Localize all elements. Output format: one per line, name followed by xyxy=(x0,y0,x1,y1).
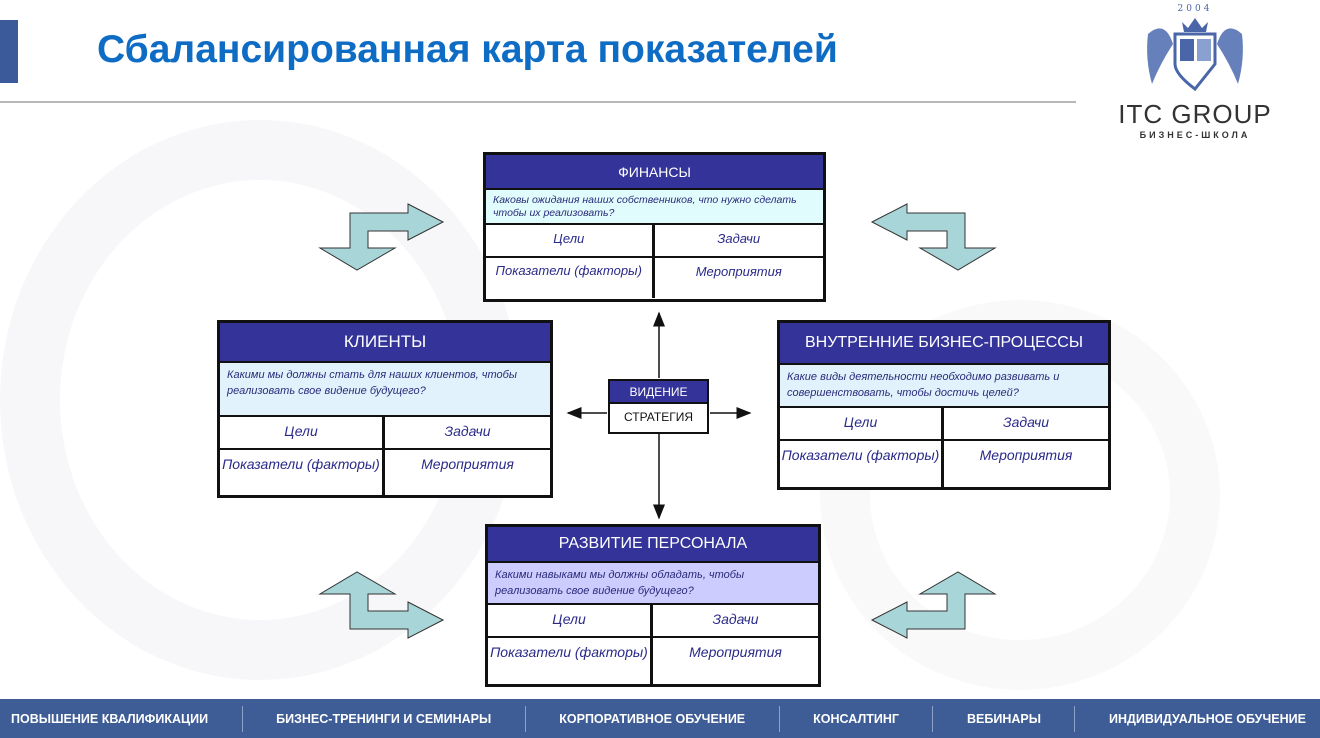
footer-separator xyxy=(524,705,526,732)
crest-icon xyxy=(1147,18,1243,92)
processes-question: Какие виды деятельности необходимо разви… xyxy=(780,365,1108,408)
finance-goals: Цели xyxy=(486,225,655,258)
strategy-label: СТРАТЕГИЯ xyxy=(624,410,693,424)
processes-tasks: Задачи xyxy=(944,408,1108,441)
personnel-activities: Мероприятия xyxy=(689,644,782,660)
finance-indicators: Показатели (факторы) xyxy=(486,258,655,298)
personnel-indicators: Показатели (факторы) xyxy=(488,638,653,684)
footer-item[interactable]: ВЕБИНАРЫ xyxy=(966,711,1041,726)
personnel-tasks: Задачи xyxy=(653,605,818,638)
footer-nav: ПОВЫШЕНИЕ КВАЛИФИКАЦИИ БИЗНЕС-ТРЕНИНГИ И… xyxy=(0,699,1320,738)
footer-item[interactable]: БИЗНЕС-ТРЕНИНГИ И СЕМИНАРЫ xyxy=(276,711,492,726)
personnel-goals: Цели xyxy=(488,605,653,638)
finance-tasks: Задачи xyxy=(654,225,823,258)
clients-title: КЛИЕНТЫ xyxy=(220,323,550,363)
vision-label: ВИДЕНИЕ xyxy=(610,381,707,404)
footer-item[interactable]: ИНДИВИДУАЛЬНОЕ ОБУЧЕНИЕ xyxy=(1108,711,1306,726)
clients-goals: Цели xyxy=(220,417,385,450)
finance-activities: Мероприятия xyxy=(695,264,782,279)
logo-subtitle: БИЗНЕС-ШКОЛА xyxy=(1139,130,1251,140)
block-arrow-top-left xyxy=(319,203,444,271)
personnel-title: РАЗВИТИЕ ПЕРСОНАЛА xyxy=(488,527,818,563)
processes-title: ВНУТРЕННИЕ БИЗНЕС-ПРОЦЕССЫ xyxy=(780,323,1108,365)
block-arrow-bottom-right xyxy=(871,571,996,639)
footer-item[interactable]: ПОВЫШЕНИЕ КВАЛИФИКАЦИИ xyxy=(11,711,209,726)
clients-tasks: Задачи xyxy=(385,417,550,450)
clients-question: Какими мы должны стать для наших клиенто… xyxy=(220,363,550,417)
processes-indicators: Показатели (факторы) xyxy=(780,441,944,487)
personnel-box: РАЗВИТИЕ ПЕРСОНАЛА Какими навыками мы до… xyxy=(485,524,821,687)
accent-bar xyxy=(0,20,18,83)
footer-item[interactable]: КОРПОРАТИВНОЕ ОБУЧЕНИЕ xyxy=(559,711,746,726)
footer-item[interactable]: КОНСАЛТИНГ xyxy=(813,711,899,726)
clients-indicators: Показатели (факторы) xyxy=(220,450,385,496)
personnel-question: Какими навыками мы должны обладать, чтоб… xyxy=(488,563,818,605)
divider xyxy=(0,101,1076,103)
footer-separator xyxy=(778,705,780,732)
clients-box: КЛИЕНТЫ Какими мы должны стать для наших… xyxy=(217,320,553,498)
processes-box: ВНУТРЕННИЕ БИЗНЕС-ПРОЦЕССЫ Какие виды де… xyxy=(777,320,1111,490)
clients-activities: Мероприятия xyxy=(421,456,514,472)
processes-goals: Цели xyxy=(780,408,944,441)
logo-year: 2004 xyxy=(1177,4,1213,14)
footer-separator xyxy=(241,705,243,732)
footer-separator xyxy=(1074,705,1076,732)
processes-activities: Мероприятия xyxy=(979,447,1073,463)
block-arrow-bottom-left xyxy=(319,571,444,639)
finance-question: Каковы ожидания наших собственников, что… xyxy=(486,190,823,225)
logo: 2004 ITC GROUP БИЗНЕС-ШКОЛА xyxy=(1100,4,1290,140)
footer-separator xyxy=(932,705,934,732)
logo-name: ITC GROUP xyxy=(1118,99,1272,129)
vision-strategy-box: ВИДЕНИЕ СТРАТЕГИЯ xyxy=(608,379,709,434)
finance-box: ФИНАНСЫ Каковы ожидания наших собственни… xyxy=(483,152,826,302)
finance-title: ФИНАНСЫ xyxy=(486,155,823,190)
block-arrow-top-right xyxy=(871,203,996,271)
page-title: Сбалансированная карта показателей xyxy=(97,28,838,71)
